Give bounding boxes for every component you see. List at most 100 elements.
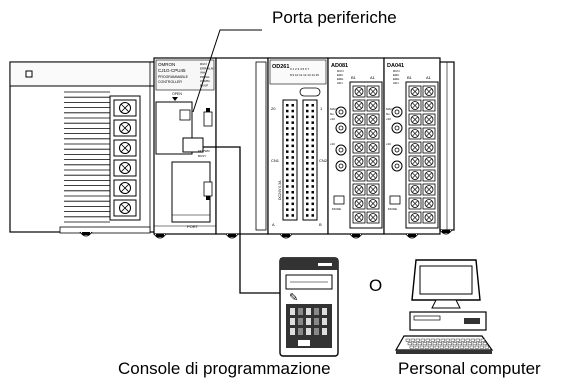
io-row-label-right: 1 — [320, 106, 323, 111]
console-key — [314, 318, 319, 325]
connector-pin — [306, 173, 309, 177]
connector-pin — [306, 104, 309, 107]
connector-pin — [291, 191, 294, 194]
console-key — [322, 318, 327, 325]
cpu-kind: PROGRAMMABLE — [158, 75, 189, 79]
cpu-open-label: OPEN — [172, 92, 182, 96]
status-label: ADJ — [337, 81, 343, 85]
keyboard-key — [409, 345, 414, 349]
cpu-busy-label: BUSY — [198, 154, 206, 158]
connector-pin — [286, 167, 289, 171]
connector-pin — [286, 144, 289, 148]
connector-pin — [311, 156, 314, 159]
da-terminal-block — [405, 81, 439, 229]
console-key — [322, 328, 327, 335]
or-caption: O — [369, 276, 383, 295]
da-x1-label: x10 — [386, 142, 391, 146]
connector-pin — [306, 179, 309, 182]
io-row-label-left: 20 — [271, 106, 276, 111]
console-key — [290, 308, 295, 315]
backplane-spacer — [215, 57, 269, 235]
connector-pin — [286, 173, 289, 177]
programming-console-device: ✎ — [279, 257, 339, 357]
cpu-led-label: BKUP — [200, 84, 208, 88]
connector-pin — [306, 138, 309, 142]
connector-pin — [291, 150, 294, 153]
connector-pin — [291, 173, 294, 177]
power-terminal-block — [109, 95, 141, 221]
console-key — [306, 328, 311, 335]
svg-text:8 9 10 11 12 13 14 15: 8 9 10 11 12 13 14 15 — [290, 73, 319, 77]
connector-pin — [291, 121, 294, 124]
connector-pin — [306, 121, 309, 124]
keyboard-key — [439, 345, 444, 349]
keyboard-key — [450, 338, 455, 342]
connector-pin — [311, 144, 314, 148]
cpu-led-label: RUN — [200, 62, 207, 66]
connector-pin — [311, 191, 314, 194]
ad-terminal-block — [349, 81, 383, 229]
console-keypad — [290, 308, 327, 335]
keyboard-key — [442, 342, 447, 346]
console-key — [298, 308, 303, 315]
connector-pin — [286, 104, 289, 107]
keyboard-key — [412, 342, 417, 346]
ad-rotary-switches — [335, 106, 347, 172]
io-connector-left-label: CN1 — [271, 158, 280, 163]
keyboard-key — [422, 342, 427, 346]
keyboard-key — [462, 342, 467, 346]
connector-pin — [291, 115, 294, 119]
connector-pin — [291, 214, 294, 217]
peripheral-port-leader-line — [192, 29, 262, 113]
console-key — [298, 318, 303, 325]
connector-pin — [286, 196, 289, 200]
keyboard-key — [427, 342, 432, 346]
connector-pin — [286, 162, 289, 165]
connector-pin — [291, 109, 294, 113]
din-rail-clips — [79, 229, 453, 239]
connector-body — [282, 99, 298, 221]
ad-no-label: No. — [330, 112, 335, 116]
io-module-name: OD261 — [272, 64, 289, 70]
keyboard-key — [454, 345, 459, 349]
cpu-brand: OMRON — [158, 62, 175, 67]
connector-pin — [311, 121, 314, 124]
da-x10-label: x10 — [386, 117, 391, 121]
keyboard-key — [482, 342, 487, 346]
peripheral-port-connector — [182, 137, 204, 153]
keyboard-key — [430, 338, 435, 342]
keyboard-key — [460, 338, 465, 342]
personal-computer-device — [394, 259, 494, 354]
connector-pin — [286, 202, 289, 206]
cpu-kind2: CONTROLLER — [158, 80, 182, 84]
io-connector-right-label: CN2 — [319, 158, 328, 163]
connector-pin — [286, 150, 289, 153]
connector-pin — [286, 121, 289, 124]
connector-pin — [291, 156, 294, 159]
keyboard-key — [445, 338, 450, 342]
connector-cn2 — [302, 99, 318, 221]
keyboard-key — [434, 345, 439, 349]
keyboard-key — [464, 345, 469, 349]
connector-pin — [306, 156, 309, 159]
connector-pin — [311, 202, 314, 206]
keyboard-key — [424, 345, 429, 349]
connector-pin — [306, 127, 309, 130]
keyboard-key — [414, 345, 419, 349]
connector-pin — [286, 214, 289, 217]
connector-pin — [286, 185, 289, 188]
connector-pin — [291, 162, 294, 165]
connector-pin — [286, 138, 289, 142]
console-key — [314, 308, 319, 315]
connector-pin — [306, 144, 309, 148]
connector-pin — [311, 127, 314, 130]
connector-pin — [311, 109, 314, 113]
keyboard-key — [405, 338, 410, 342]
keyboard-key — [444, 345, 449, 349]
connector-pin — [306, 202, 309, 206]
keyboard-key — [484, 345, 489, 349]
connector-pin — [311, 104, 314, 107]
end-cover — [439, 61, 455, 231]
